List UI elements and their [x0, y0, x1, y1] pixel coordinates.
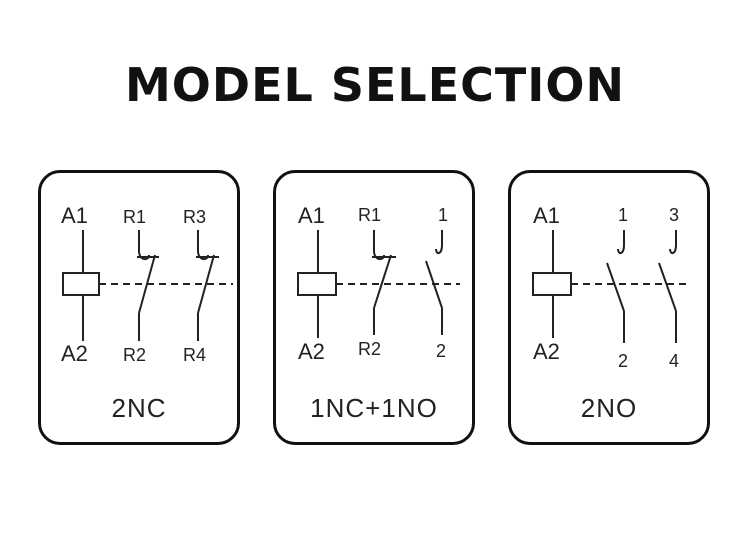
- terminal-label: R1: [358, 205, 382, 225]
- terminal-a1: A1: [61, 203, 88, 228]
- no-contact-2: [658, 230, 677, 343]
- terminal-label: 3: [669, 205, 680, 225]
- terminal-label: 1: [618, 205, 629, 225]
- terminal-label: R1: [123, 207, 147, 227]
- coil-symbol: [532, 272, 572, 296]
- circuit-diagram-1nc-1no: [297, 230, 460, 338]
- nc-contact-2: [196, 230, 219, 341]
- circuit-diagram-2no: [532, 230, 689, 343]
- terminal-label: 2: [618, 351, 629, 371]
- model-card-2no: A1 A2 1 3 2 4 2NO: [508, 170, 710, 445]
- coil-symbol: [297, 272, 337, 296]
- model-card-2nc: A1 A2 R1 R3 R2 R4 2NC: [38, 170, 240, 445]
- terminal-label: 1: [438, 205, 449, 225]
- terminal-a2: A2: [298, 339, 325, 364]
- terminal-a2: A2: [61, 341, 88, 366]
- terminal-label: R2: [358, 339, 382, 359]
- terminal-label: 2: [436, 341, 447, 361]
- terminal-label: R4: [183, 345, 207, 365]
- coil-symbol: [62, 272, 100, 296]
- no-contact-1: [606, 230, 625, 343]
- nc-contact-1: [137, 230, 159, 341]
- terminal-label: R2: [123, 345, 147, 365]
- model-caption: 1NC+1NO: [310, 393, 438, 423]
- model-caption: 2NC: [111, 393, 167, 423]
- terminal-a1: A1: [298, 203, 325, 228]
- terminal-label: R3: [183, 207, 207, 227]
- page-title: MODEL SELECTION: [125, 58, 625, 112]
- model-caption: 2NO: [580, 393, 638, 423]
- circuit-diagram-2nc: [62, 230, 233, 341]
- terminal-a1: A1: [533, 203, 560, 228]
- no-contact: [425, 230, 443, 335]
- terminal-label: 4: [669, 351, 680, 371]
- nc-contact: [372, 230, 396, 335]
- terminal-a2: A2: [533, 339, 560, 364]
- model-card-1nc-1no: A1 A2 R1 1 R2 2 1NC+1NO: [273, 170, 475, 445]
